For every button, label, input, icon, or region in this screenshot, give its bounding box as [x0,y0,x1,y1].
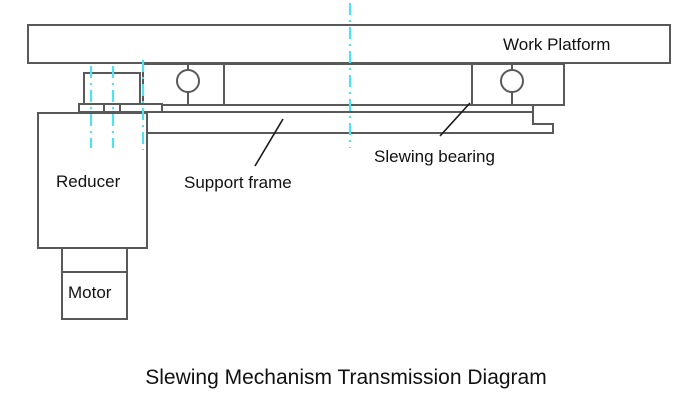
diagram-title: Slewing Mechanism Transmission Diagram [145,366,546,389]
motor-coupling [61,247,128,273]
callouts-group: Support frame Slewing bearing [184,102,495,192]
slewing-bearing-ball-left [176,69,200,93]
slewing-bearing-ball-right [500,69,524,93]
motor-group: Motor [61,247,128,320]
support-frame-group [142,105,554,134]
support-frame-leader-line [254,118,284,167]
reducer-housing-group [78,63,163,113]
reducer-group: Reducer [37,112,148,249]
support-frame-body [142,111,554,134]
reducer-label: Reducer [56,172,121,191]
reducer-body [37,112,148,249]
motor-label: Motor [68,283,112,302]
centerlines-group [89,3,352,150]
slewing-bearing-leader-line [439,102,471,137]
slewing-bearing-label: Slewing bearing [374,147,495,166]
support-frame-label: Support frame [184,173,292,192]
slewing-bearing-group [142,63,565,106]
slewing-bearing-ring-outline [143,63,565,106]
work-platform-label: Work Platform [503,35,610,54]
motor-body [61,271,128,320]
